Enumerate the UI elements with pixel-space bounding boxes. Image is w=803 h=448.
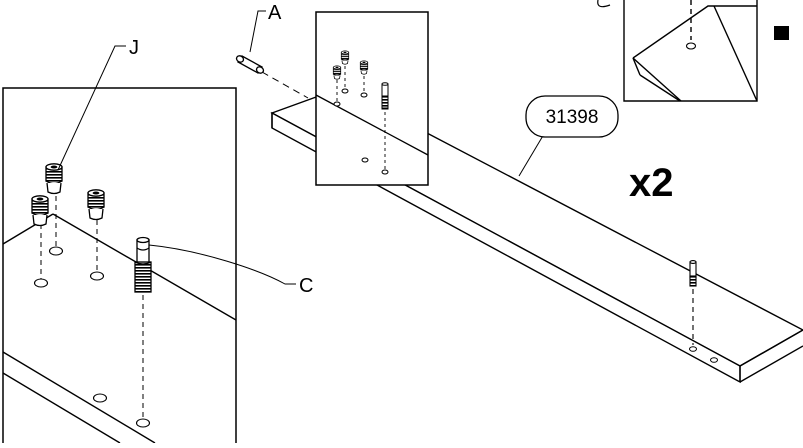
board-holes-end — [689, 346, 718, 363]
detail-top-right-arc — [597, 0, 611, 8]
detail-frame-large — [2, 87, 237, 448]
dowel-a — [235, 55, 265, 74]
cam-bolt-c — [134, 236, 152, 293]
end-shelf-pin — [689, 260, 697, 345]
detail-frame-small — [315, 11, 429, 186]
part-label-c: C — [299, 275, 313, 297]
part-label-a: A — [268, 2, 282, 24]
step-marker-icon — [774, 26, 789, 40]
dowel-a-guide — [261, 71, 309, 99]
quantity-label: x2 — [629, 161, 674, 205]
detail-frame-top-right — [623, 0, 758, 102]
part-number-text: 31398 — [546, 107, 599, 128]
detail-large-guides — [40, 196, 144, 419]
part-number-leader — [518, 133, 545, 177]
detail-small-guides — [336, 66, 386, 170]
detail-small-holes — [333, 88, 389, 175]
part-number-badge — [525, 95, 619, 138]
leader-a — [249, 10, 266, 53]
detail-top-right-hole — [685, 42, 697, 50]
detail-small-pin — [381, 82, 389, 110]
leader-j — [57, 45, 126, 171]
leader-c — [148, 244, 296, 285]
part-label-j: J — [129, 37, 139, 59]
detail-large-board — [2, 213, 237, 444]
